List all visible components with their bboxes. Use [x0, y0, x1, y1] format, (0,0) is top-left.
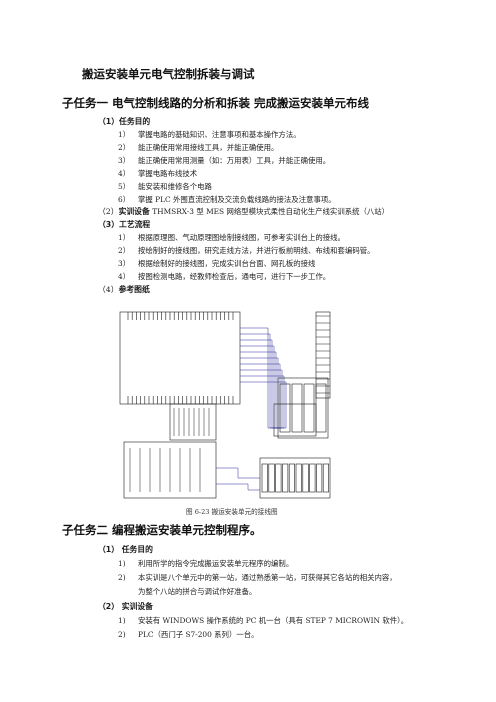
wire: [240, 333, 278, 429]
document-title: 搬运安装单元电气控制拆装与调试: [82, 67, 255, 81]
task1-goal-3: 3）能正确使用常用测量（如：万用表）工具，并能正确使用。: [118, 156, 331, 165]
sensor-terminal-column: [315, 311, 331, 399]
wire: [240, 381, 287, 429]
wire: [216, 483, 260, 491]
task1-reference-label: （4）参考图纸: [98, 285, 150, 294]
subtask1-heading: 子任务一 电气控制线路的分析和拆装 完成搬运安装单元布线: [62, 96, 370, 110]
task1-goal-4: 4）掌握电路布线技术: [118, 169, 198, 178]
wire: [240, 327, 278, 429]
wire: [240, 375, 285, 429]
task1-goal-2: 2）能正确使用常用接线工具，并能正确使用。: [118, 143, 279, 152]
valve-cell: [315, 383, 327, 433]
terminal-cell: [268, 463, 275, 493]
terminal-cell: [261, 463, 268, 493]
plc-block: [119, 311, 241, 405]
terminal-cell: [275, 463, 282, 493]
task1-process-label: （3）工艺流程: [98, 220, 151, 229]
power-terminal-block: [123, 441, 217, 499]
task1-process-3: 3）根据绘制好的接线图，完成实训台台面、网孔板的接线: [118, 259, 316, 268]
wire: [240, 357, 279, 428]
terminal-cell: [316, 463, 323, 493]
figure-caption: 图 6-23 搬运安装单元的接线图: [186, 508, 278, 516]
task1-equipment: （2）实训设备 THMSRX-3 型 MES 网络型模块式柔性自动化生产线实训系…: [98, 207, 390, 216]
wire: [240, 339, 278, 429]
terminal-cell: [302, 463, 309, 493]
connector-block: [273, 403, 317, 437]
terminal-cell: [309, 463, 316, 493]
terminal-cell: [282, 463, 289, 493]
wire: [240, 351, 278, 429]
valve-cell: [291, 383, 303, 433]
wire: [216, 467, 260, 479]
task2-goal-1: 1)利用所学的指令完成搬运安装单元程序的编制。: [118, 559, 294, 568]
valve-cell: [279, 383, 291, 433]
task2-equip-1: 1)安装有 WINDOWS 操作系统的 PC 机一台（具有 STEP 7 MIC…: [118, 616, 409, 625]
task2-goal-2: 2)本实训是八个单元中的第一站，通过熟悉第一站，可获得其它各站的相关内容，: [118, 573, 397, 582]
task2-equipment-label: （2） 实训设备: [98, 602, 153, 611]
task1-goal-5: 5）能安装和维修各个电路: [118, 182, 212, 191]
task2-goal-label: （1） 任务目的: [98, 545, 153, 554]
wire: [240, 369, 283, 429]
wiring-diagram: [119, 311, 331, 499]
terminal-cell: [288, 463, 295, 493]
task2-equip-2: 2)PLC（西门子 S7-200 系列）一台。: [118, 630, 259, 639]
task1-goal-6: 6）掌握 PLC 外围直流控制及交流负载线路的接法及注意事项。: [118, 195, 336, 204]
valve-module-block: [277, 377, 329, 439]
terminal-strip-middle: [169, 403, 217, 441]
task1-process-2: 2）按绘制好的接线图，研究走线方法，并进行板前明线、布线和套编码管。: [118, 246, 375, 255]
wire: [240, 345, 278, 429]
subtask2-heading: 子任务二 编程搬运安装单元控制程序。: [62, 523, 262, 537]
task2-goal-2-cont: 为整个八站的拼合与调试作好准备。: [138, 587, 257, 596]
task1-goal-1: 1）掌握电路的基础知识、注意事项和基本操作方法。: [118, 130, 301, 139]
terminal-cell: [322, 463, 329, 493]
valve-cell: [303, 383, 315, 433]
task1-process-1: 1）根据原理图、气动原理图绘制接线图，可参考实训台上的接线。: [118, 233, 345, 242]
task1-goal-label: （1）任务目的: [98, 117, 151, 126]
task1-process-4: 4）按图检测电路，经教师检查后，通电可，进行下一步工作。: [118, 272, 331, 281]
terminal-cell: [295, 463, 302, 493]
